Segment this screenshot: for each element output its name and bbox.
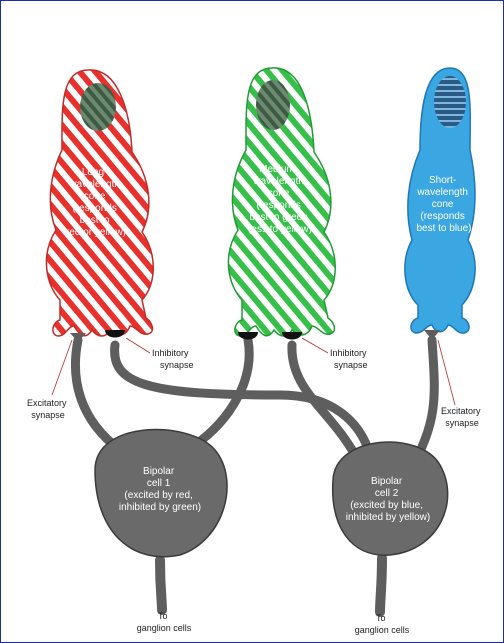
short-cone-nucleus [434, 76, 466, 128]
inhibitory-synapse-2a-terminal [238, 332, 258, 340]
excitatory-synapse-1-label: Excitatory synapse [27, 398, 69, 420]
ganglion-output-2-label: To ganglion cells [355, 613, 410, 635]
medium-cone-nucleus [256, 80, 290, 130]
inhibitory-synapse-1-label: Inhibitory synapse [152, 348, 194, 370]
excitatory-synapse-1-terminal [70, 333, 86, 342]
inhibitory-synapse-2-label: Inhibitory synapse [330, 348, 369, 370]
inhibitory-synapse-2b-terminal [282, 332, 302, 340]
ganglion-output-1-label: To ganglion cells [137, 611, 192, 633]
bipolar1-output [160, 560, 162, 610]
excitatory-synapse-2-label: Excitatory synapse [441, 406, 483, 428]
excitatory-synapse-2-terminal [424, 330, 440, 340]
bipolar2-output [380, 558, 382, 612]
long-cone-nucleus [80, 83, 116, 131]
inhibitory-synapse-1-terminal [105, 330, 125, 338]
